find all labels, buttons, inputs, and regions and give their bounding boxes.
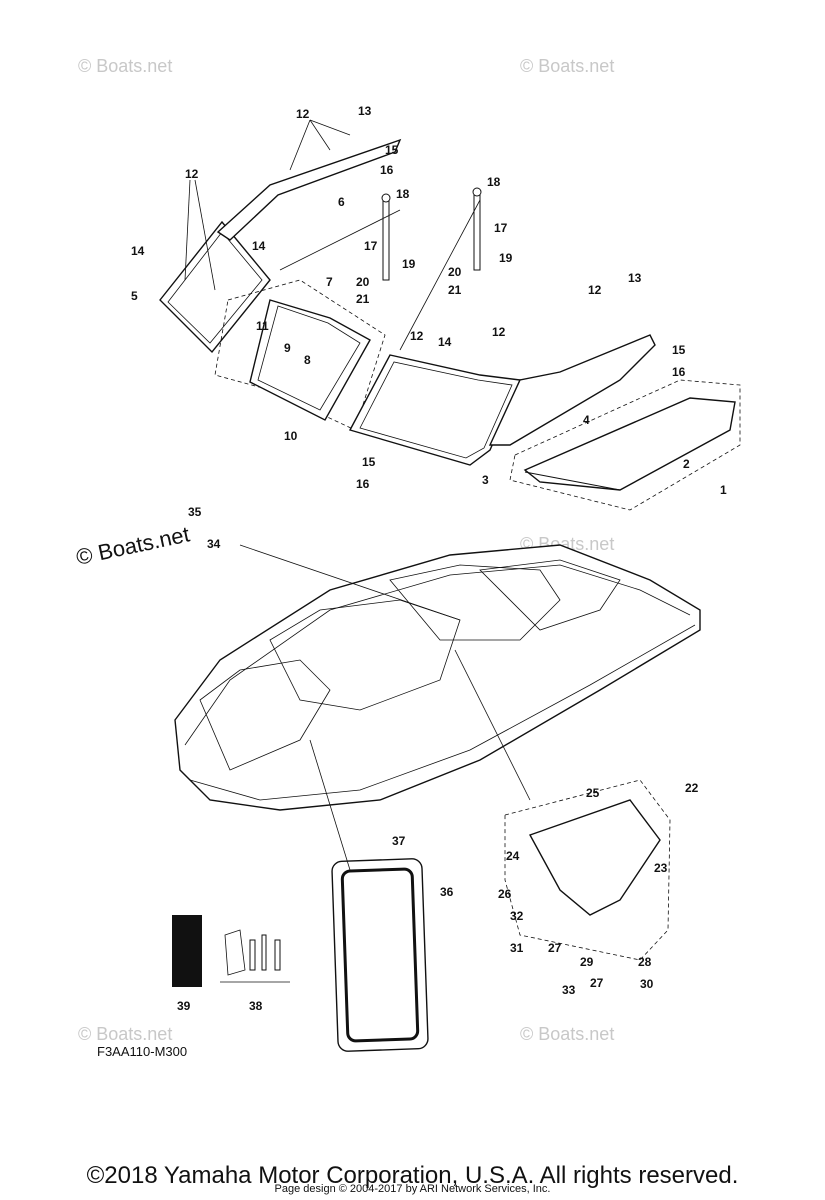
page-design-credit: Page design © 2004-2017 by ARI Network S… — [274, 1183, 551, 1195]
watermark: © Boats.net — [520, 56, 614, 76]
callout-16b: 16 — [672, 365, 686, 379]
callout-37: 37 — [392, 834, 406, 848]
callout-19a: 19 — [402, 257, 416, 271]
callout-25: 25 — [586, 786, 600, 800]
callout-10: 10 — [284, 429, 298, 443]
callout-21a: 21 — [356, 292, 370, 306]
callout-21b: 21 — [448, 283, 462, 297]
callout-12d: 12 — [492, 325, 506, 339]
watermark: © Boats.net — [74, 521, 192, 569]
cockpit-cover — [331, 858, 429, 1052]
callout-23: 23 — [654, 861, 668, 875]
callout-27b: 27 — [590, 976, 604, 990]
callout-26: 26 — [498, 887, 512, 901]
callout-14a: 14 — [131, 244, 145, 258]
callout-30: 30 — [640, 977, 654, 991]
storage-hatch — [504, 779, 671, 961]
callout-24: 24 — [506, 849, 520, 863]
callout-16c: 16 — [356, 477, 370, 491]
callout-31: 31 — [510, 941, 524, 955]
callout-20a: 20 — [356, 275, 370, 289]
callout-16a: 16 — [380, 163, 394, 177]
callout-14c: 14 — [438, 335, 452, 349]
callout-33: 33 — [562, 983, 576, 997]
callout-6: 6 — [338, 195, 345, 209]
callout-17b: 17 — [494, 221, 508, 235]
callout-8: 8 — [304, 353, 311, 367]
callout-5: 5 — [131, 289, 138, 303]
callout-36: 36 — [440, 885, 454, 899]
callout-12b: 12 — [185, 167, 199, 181]
windshield-top-trim — [216, 138, 402, 241]
callout-22: 22 — [685, 781, 699, 795]
callout-15b: 15 — [672, 343, 686, 357]
callout-4: 4 — [583, 413, 590, 427]
callout-35: 35 — [188, 505, 202, 519]
callout-17a: 17 — [364, 239, 378, 253]
copyright-notice: ©2018 Yamaha Motor Corporation, U.S.A. A… — [86, 1162, 739, 1189]
callout-32: 32 — [510, 909, 524, 923]
watermark: © Boats.net — [520, 1024, 614, 1044]
callout-3: 3 — [482, 473, 489, 487]
callout-18b: 18 — [487, 175, 501, 189]
gas-strut-left — [381, 193, 391, 281]
callout-13b: 13 — [628, 271, 642, 285]
windshield-panel-left — [159, 220, 271, 354]
callout-1: 1 — [720, 483, 727, 497]
tool-kit — [220, 929, 290, 983]
watermark: © Boats.net — [78, 1024, 172, 1044]
callout-11: 11 — [256, 319, 269, 333]
callout-12e: 12 — [588, 283, 602, 297]
callout-9: 9 — [284, 341, 291, 355]
callout-15c: 15 — [362, 455, 376, 469]
callout-2: 2 — [683, 457, 690, 471]
gas-strut-right — [472, 187, 482, 271]
callout-7: 7 — [326, 275, 333, 289]
callout-38: 38 — [249, 999, 263, 1013]
callout-34: 34 — [207, 537, 221, 551]
callout-12a: 12 — [296, 107, 310, 121]
black-strip — [172, 915, 202, 987]
callout-15a: 15 — [385, 143, 399, 157]
watermark: © Boats.net — [78, 56, 172, 76]
callout-14b: 14 — [252, 239, 266, 253]
callout-29: 29 — [580, 955, 594, 969]
leader-lines — [184, 119, 531, 871]
callout-28: 28 — [638, 955, 652, 969]
windshield-panel-right — [488, 334, 656, 446]
bow-cap — [509, 379, 741, 511]
diagram-code: F3AA110-M300 — [97, 1044, 187, 1059]
callout-39: 39 — [177, 999, 191, 1013]
callout-19b: 19 — [499, 251, 513, 265]
windshield-panel-center — [348, 354, 522, 466]
callout-12c: 12 — [410, 329, 424, 343]
boat-hull — [174, 544, 701, 811]
callout-20b: 20 — [448, 265, 462, 279]
callout-13a: 13 — [358, 104, 372, 118]
callout-18a: 18 — [396, 187, 410, 201]
callout-labels: 1 2 3 4 5 6 7 8 9 10 11 12 12 12 12 12 1… — [131, 104, 727, 1013]
callout-27a: 27 — [548, 941, 562, 955]
